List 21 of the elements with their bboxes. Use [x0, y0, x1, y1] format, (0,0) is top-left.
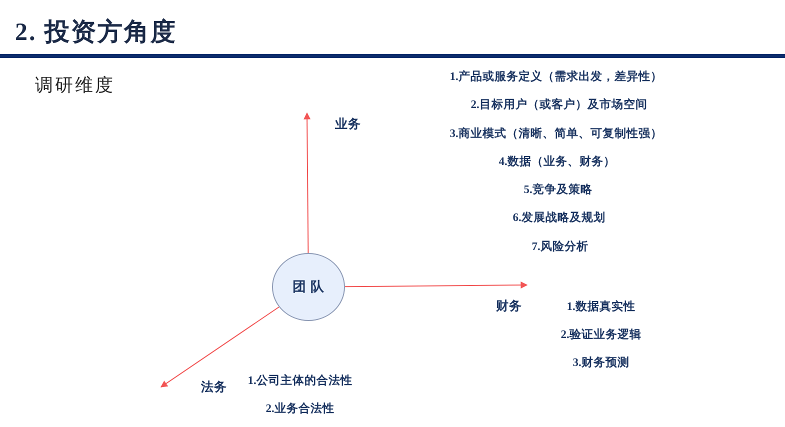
list-item: 1.公司主体的合法性: [248, 373, 352, 389]
axis-label: 财务: [496, 298, 522, 314]
page-title: 2. 投资方角度: [15, 17, 177, 48]
node-label: 团队: [292, 278, 328, 296]
list-item: 5.竞争及策略: [524, 182, 592, 198]
list-item: 2.业务合法性: [266, 401, 334, 417]
list-item: 1.数据真实性: [566, 299, 636, 315]
list-item: 6.发展战略及规划: [512, 210, 606, 226]
arrow: [160, 306, 280, 388]
list-item: 2.验证业务逻辑: [560, 327, 642, 343]
arrow: [304, 112, 311, 254]
list-item: 4.数据（业务、财务）: [498, 154, 616, 170]
axis-label: 业务: [335, 116, 361, 132]
arrow: [344, 282, 528, 289]
list-item: 2.目标用户（或客户）及市场空间: [470, 97, 648, 113]
axis-label: 法务: [201, 379, 227, 395]
list-item: 3.财务预测: [572, 355, 630, 371]
section-subheading: 调研维度: [35, 77, 115, 93]
list-item: 3.商业模式（清晰、简单、可复制性强）: [450, 126, 662, 142]
list-item: 1.产品或服务定义（需求出发，差异性）: [450, 69, 662, 85]
list-item: 7.风险分析: [532, 240, 588, 255]
